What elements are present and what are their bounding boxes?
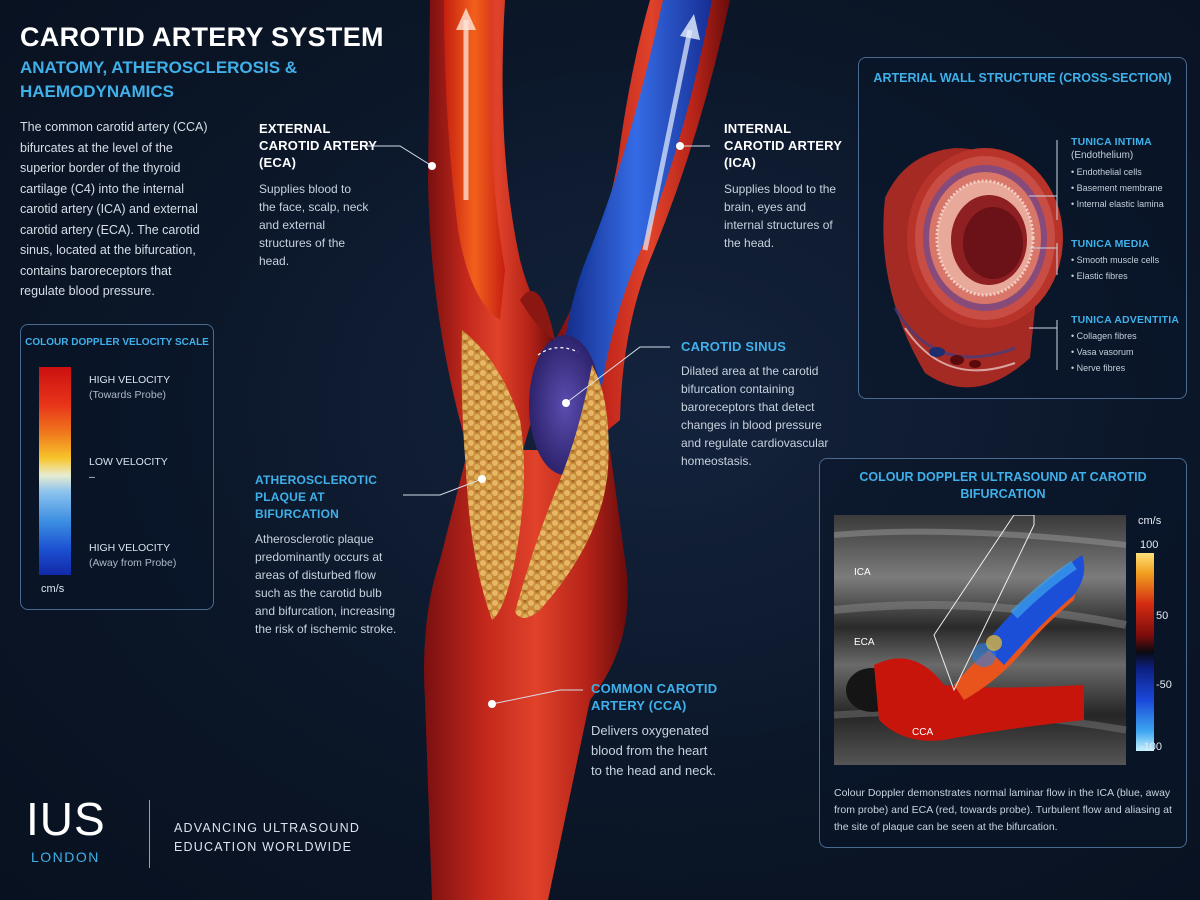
low-velocity-label: LOW VELOCITY – — [89, 456, 168, 483]
eca-callout: EXTERNAL CAROTID ARTERY (ECA) Supplies b… — [259, 120, 379, 270]
logo-divider — [149, 800, 150, 868]
logo-tagline-2: EDUCATION WORLDWIDE — [174, 840, 353, 854]
cca-description: Delivers oxygenated blood from the heart… — [591, 723, 717, 778]
sinus-description: Dilated area at the carotid bifurcation … — [681, 364, 829, 468]
doppler-tick-neg100: -100 — [1140, 741, 1163, 753]
velocity-scale-panel: COLOUR DOPPLER VELOCITY SCALE HIGH VELOC… — [20, 324, 214, 610]
doppler-caption: Colour Doppler demonstrates normal lamin… — [834, 787, 1172, 833]
plaque-title: ATHEROSCLEROTIC PLAQUE AT BIFURCATION — [255, 473, 378, 521]
high-velocity-towards-label: HIGH VELOCITY (Towards Probe) — [89, 374, 171, 401]
tunica-adventitia-group: TUNICA ADVENTITIA • Collagen fibres • Va… — [1071, 314, 1180, 373]
plaque-callout: ATHEROSCLEROTIC PLAQUE AT BIFURCATION At… — [255, 472, 405, 638]
doppler-tick-100: 100 — [1140, 539, 1159, 551]
ius-logo: IUS — [26, 793, 106, 845]
tunica-intima-group: TUNICA INTIMA (Endothelium) • Endothelia… — [1071, 136, 1164, 209]
plaque-right — [515, 365, 609, 619]
page-title: CAROTID ARTERY SYSTEM — [20, 22, 384, 52]
callout-dots — [428, 142, 684, 708]
high-velocity-away-label: HIGH VELOCITY (Away from Probe) — [89, 542, 177, 569]
page-subtitle: ANATOMY, ATHEROSCLEROSIS & HAEMODYNAMICS — [20, 58, 298, 101]
eca-flow — [444, 0, 505, 320]
ica-title: INTERNAL CAROTID ARTERY (ICA) — [724, 121, 842, 170]
cca-callout: COMMON CAROTID ARTERY (CCA) Delivers oxy… — [591, 680, 761, 781]
intro-text: The common carotid artery (CCA) bifurcat… — [20, 120, 208, 298]
vessel-cross-section — [883, 148, 1063, 388]
arterial-wall-panel: ARTERIAL WALL STRUCTURE (CROSS-SECTION) … — [858, 57, 1187, 399]
doppler-color-bar — [1136, 553, 1154, 751]
velocity-scale-title: COLOUR DOPPLER VELOCITY SCALE — [25, 337, 209, 348]
ica-callout: INTERNAL CAROTID ARTERY (ICA) Supplies b… — [724, 120, 849, 252]
doppler-tick-neg50: -50 — [1156, 679, 1172, 691]
eca-description: Supplies blood to the face, scalp, neck … — [259, 182, 369, 268]
us-label-eca: ECA — [854, 637, 875, 648]
doppler-panel: COLOUR DOPPLER ULTRASOUND AT CAROTID BIF… — [819, 458, 1187, 848]
ica-description: Supplies blood to the brain, eyes and in… — [724, 182, 837, 250]
logo-tagline-1: ADVANCING ULTRASOUND — [174, 821, 361, 835]
plaque-left — [461, 330, 524, 620]
doppler-unit: cm/s — [1138, 515, 1162, 527]
arterial-wall-title: ARTERIAL WALL STRUCTURE (CROSS-SECTION) — [873, 71, 1172, 85]
velocity-color-bar — [39, 367, 71, 575]
eca-title: EXTERNAL CAROTID ARTERY (ECA) — [259, 121, 377, 170]
cca-title: COMMON CAROTID ARTERY (CCA) — [591, 681, 718, 713]
us-label-cca: CCA — [912, 727, 934, 738]
callout-lines — [362, 145, 710, 705]
layer-brackets — [1029, 140, 1058, 370]
cca-vessel — [424, 450, 628, 900]
doppler-title: COLOUR DOPPLER ULTRASOUND AT CAROTID BIF… — [859, 470, 1147, 501]
sinus-title: CAROTID SINUS — [681, 339, 787, 354]
tunica-media-group: TUNICA MEDIA • Smooth muscle cells • Ela… — [1071, 238, 1160, 281]
us-label-ica: ICA — [854, 567, 871, 578]
doppler-tick-50: 50 — [1156, 610, 1169, 622]
plaque-description: Atherosclerotic plaque predominantly occ… — [255, 532, 397, 636]
doppler-ultrasound-image — [834, 515, 1127, 765]
logo-city: LONDON — [31, 849, 100, 865]
velocity-unit: cm/s — [41, 583, 65, 595]
sinus-callout: CAROTID SINUS Dilated area at the caroti… — [681, 338, 831, 470]
